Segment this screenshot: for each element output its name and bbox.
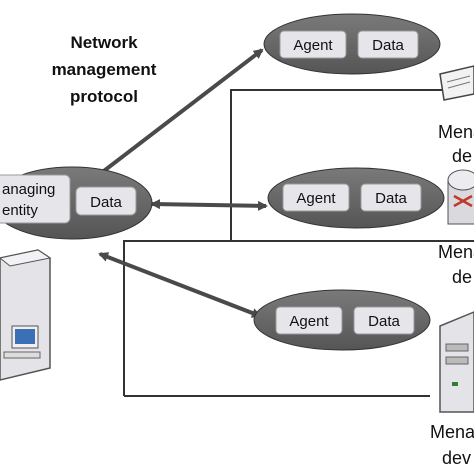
managed-device-label-bottom-line1: Mena xyxy=(430,422,474,442)
agent-node-bottom: Agent Data xyxy=(253,289,431,351)
managing-entity-label-line2: entity xyxy=(2,202,38,219)
router-icon xyxy=(447,169,474,225)
agent-label: Agent xyxy=(296,190,336,207)
protocol-arrows xyxy=(90,48,268,318)
data-box xyxy=(357,30,419,59)
network-links xyxy=(123,89,474,397)
managing-entity-label-line1: anaging xyxy=(2,181,55,198)
arrow-to-agent-top xyxy=(90,48,264,182)
managing-entity-data-label: Data xyxy=(90,194,122,211)
protocol-label-line2: management xyxy=(52,60,157,79)
network-link-middle xyxy=(123,240,474,396)
agent-box xyxy=(275,306,343,335)
agent-label: Agent xyxy=(289,313,329,330)
managing-entity: anaging entity Data xyxy=(0,166,153,240)
data-label: Data xyxy=(368,313,400,330)
data-box xyxy=(360,183,422,212)
printer-icon xyxy=(439,65,474,101)
agent-box xyxy=(282,183,350,212)
workstation-icon xyxy=(0,249,52,381)
data-box xyxy=(353,306,415,335)
managed-device-label-top-line1: Mena xyxy=(438,122,474,142)
managing-entity-data-box xyxy=(75,186,137,216)
arrow-to-agent-bottom xyxy=(98,252,262,318)
data-label: Data xyxy=(372,37,404,54)
protocol-label-line3: protocol xyxy=(70,87,138,106)
server-tower-icon xyxy=(439,311,474,413)
agent-box xyxy=(279,30,347,59)
agent-node-middle: Agent Data xyxy=(267,167,445,229)
managed-device-label-top-line2: de xyxy=(452,146,472,166)
agent-label: Agent xyxy=(293,37,333,54)
protocol-label-line1: Network xyxy=(70,33,138,52)
managed-device-label-middle-line1: Mena xyxy=(438,242,474,262)
data-label: Data xyxy=(375,190,407,207)
arrow-to-agent-middle xyxy=(150,199,268,211)
managed-device-label-middle-line2: de xyxy=(452,267,472,287)
agent-node-top: Agent Data xyxy=(263,13,441,75)
managing-entity-box xyxy=(0,174,71,224)
managed-device-label-bottom-line2: dev xyxy=(442,448,471,468)
